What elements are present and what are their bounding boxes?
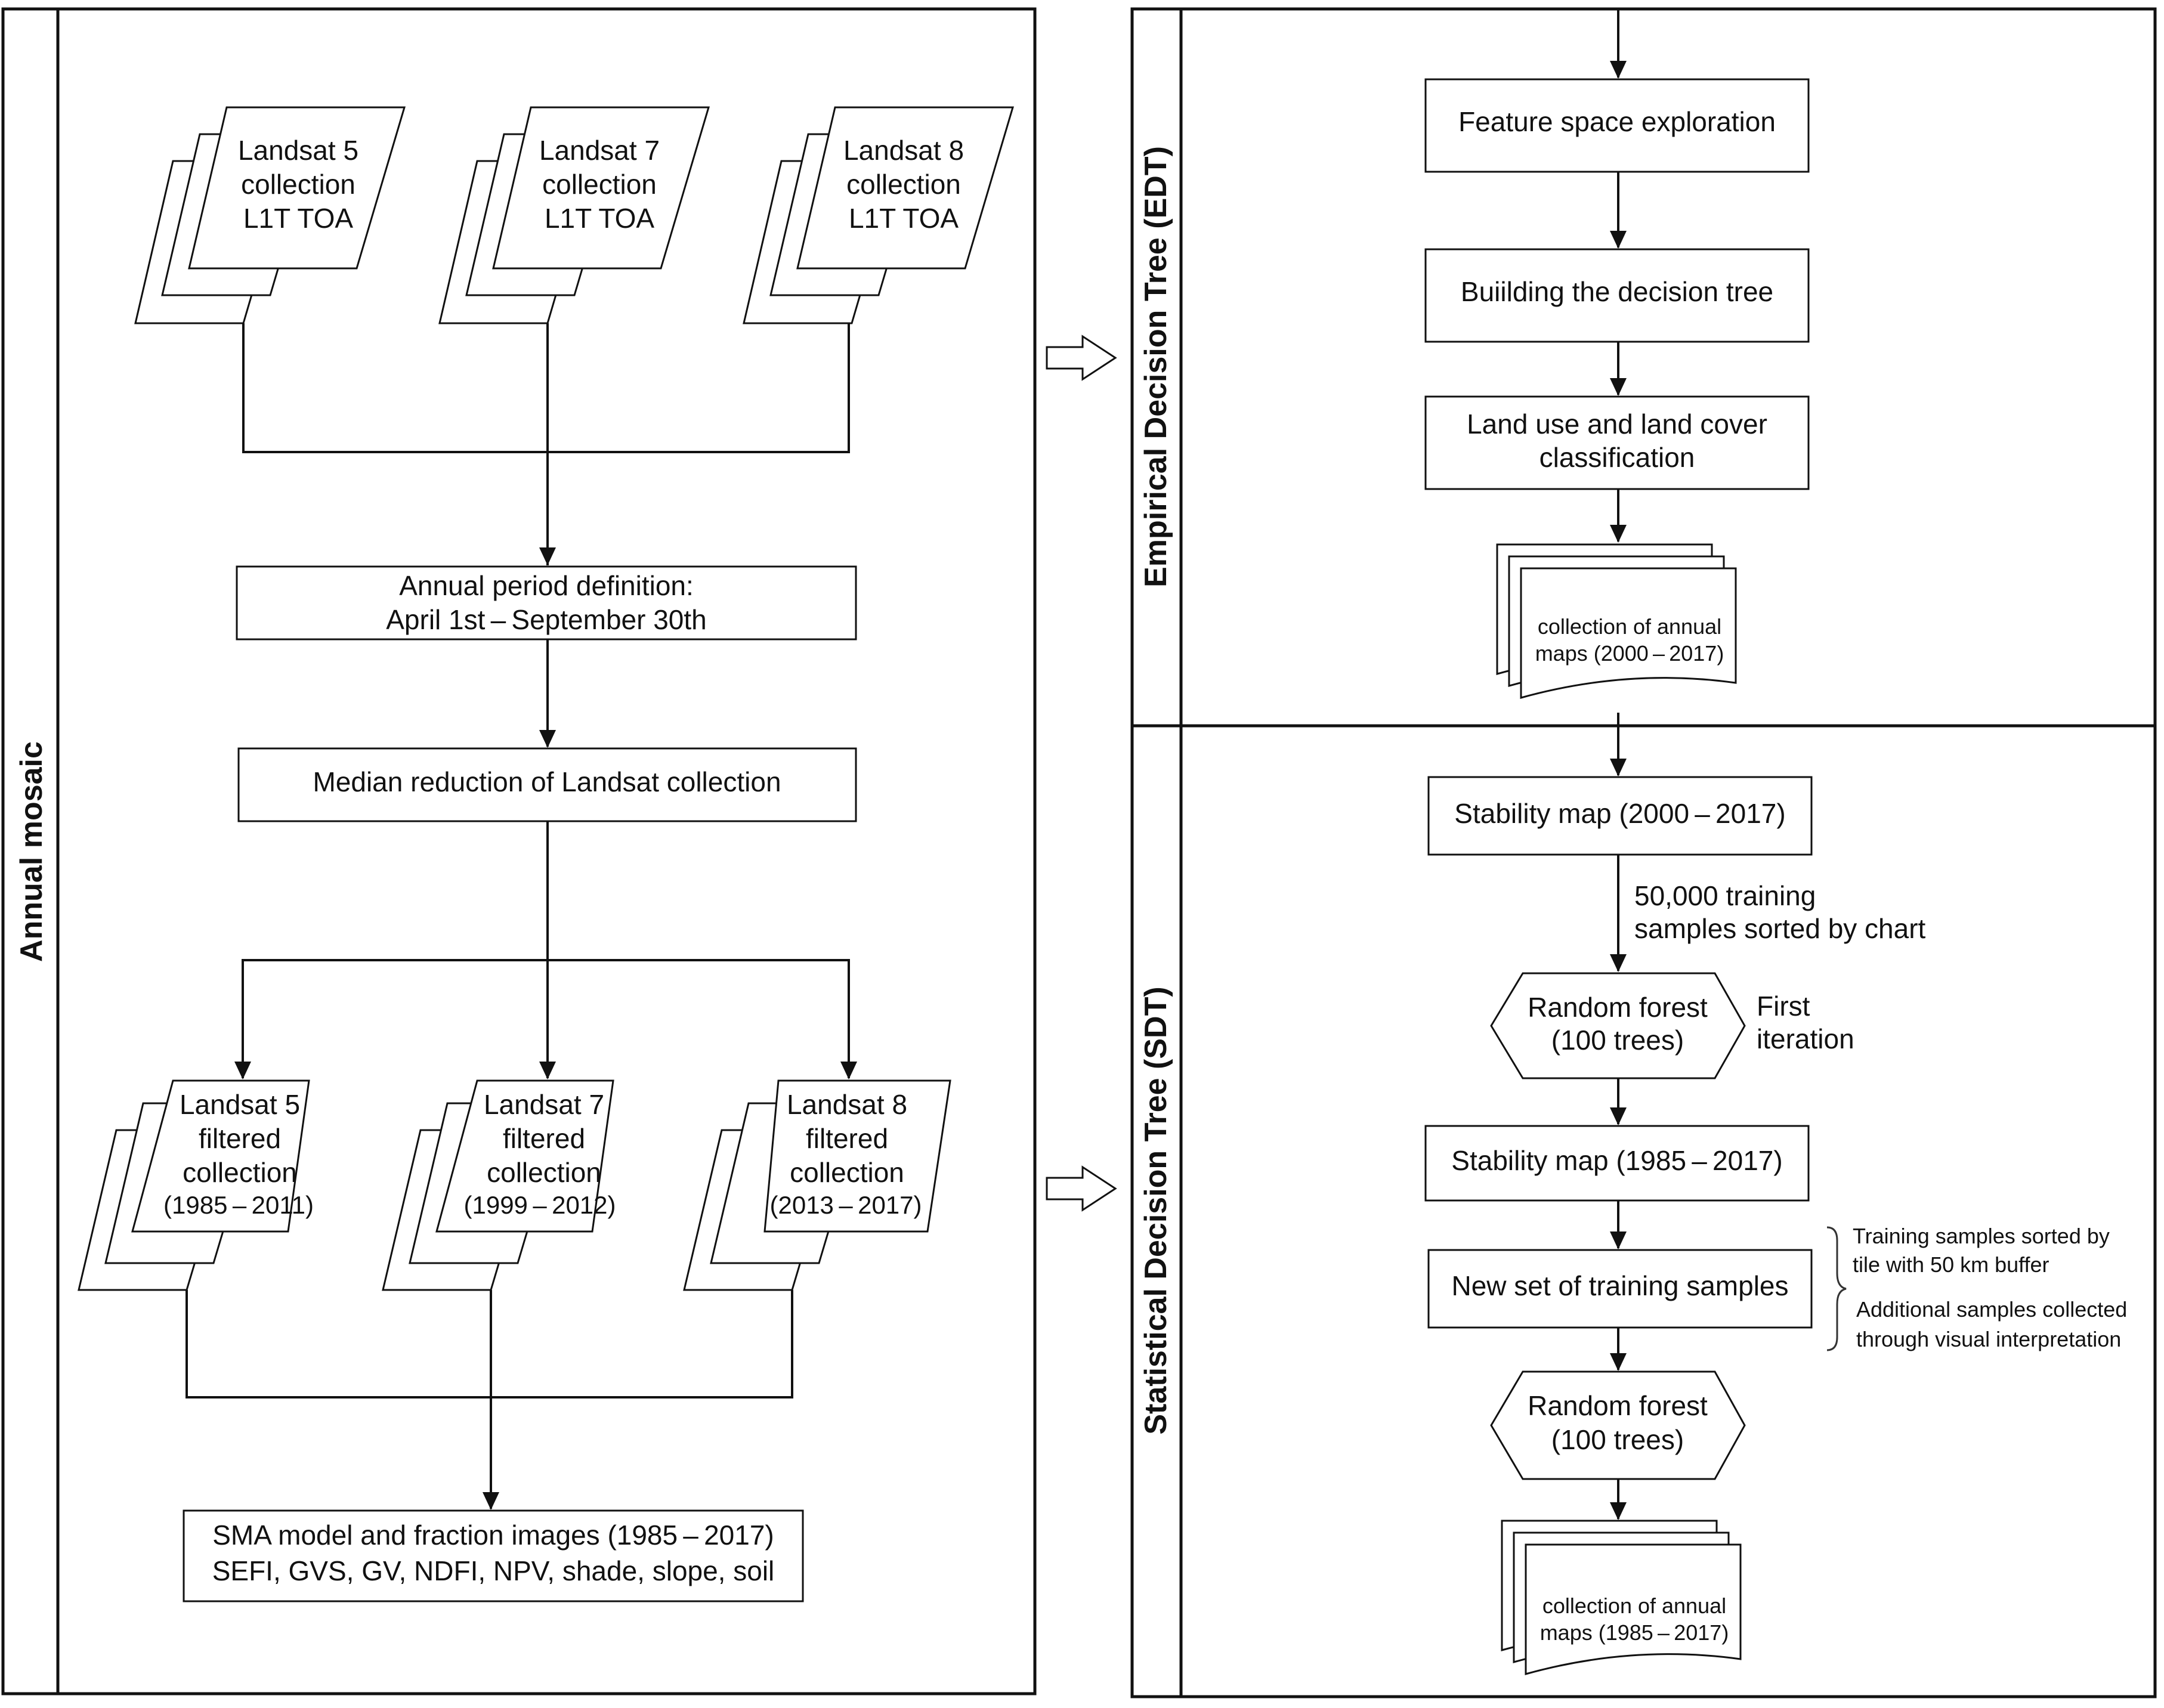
classification-box: Land use and land cover classification <box>1424 395 1810 490</box>
curly-brace <box>1826 1226 1847 1351</box>
sdt-maps-line-1: collection of annual <box>1542 1593 1726 1618</box>
decision-tree-panel: Empirical Decision Tree (EDT) Statistica… <box>1130 7 2157 1698</box>
feature-space-box: Feature space exploration <box>1424 78 1810 173</box>
stability-map-2000-label: Stability map (2000 – 2017) <box>1454 798 1785 829</box>
annual-period-line-2: April 1st – September 30th <box>386 604 707 635</box>
sdt-maps-document: collection of annual maps (1985 – 2017) <box>1501 1520 1742 1675</box>
side-note-1-line-2: tile with 50 km buffer <box>1853 1252 2049 1277</box>
side-note-2-line-1: Additional samples collected <box>1856 1297 2127 1322</box>
collection-line-1: Landsat 5 <box>238 135 358 166</box>
collection-line-2: collection <box>542 169 657 200</box>
first-iteration-line-1: First <box>1757 991 1810 1022</box>
landsat-8-collection: Landsat 8 collection L1T TOA <box>743 106 1015 324</box>
filtered-line-4: (2013 – 2017) <box>769 1191 922 1219</box>
merge-connector-top <box>242 323 850 565</box>
filtered-line-2: filtered <box>503 1123 585 1154</box>
first-iteration-line-2: iteration <box>1757 1023 1854 1054</box>
sma-box: SMA model and fraction images (1985 – 20… <box>183 1509 804 1602</box>
annual-period-line-1: Annual period definition: <box>399 570 694 601</box>
annual-period-box: Annual period definition: April 1st – Se… <box>236 565 857 640</box>
edt-maps-line-1: collection of annual <box>1538 614 1721 639</box>
hollow-arrow-to-edt <box>1046 335 1117 381</box>
stability-map-1985-label: Stability map (1985 – 2017) <box>1451 1145 1782 1176</box>
new-training-set-box: New set of training samples <box>1427 1249 1813 1329</box>
filtered-line-2: filtered <box>806 1123 888 1154</box>
side-note-2-line-2: through visual interpretation <box>1856 1327 2121 1351</box>
building-tree-label: Buiilding the decision tree <box>1461 276 1773 307</box>
filtered-line-1: Landsat 7 <box>484 1089 604 1120</box>
feature-space-label: Feature space exploration <box>1458 106 1776 137</box>
filtered-line-4: (1985 – 2011) <box>163 1191 314 1219</box>
random-forest-1: Random forest (100 trees) <box>1490 972 1746 1079</box>
random-forest-1-line-1: Random forest <box>1528 992 1708 1023</box>
random-forest-2: Random forest (100 trees) <box>1490 1370 1746 1480</box>
collection-line-2: collection <box>846 169 961 200</box>
landsat-5-filtered: Landsat 5 filtered collection (1985 – 20… <box>78 1079 314 1291</box>
landsat-7-filtered: Landsat 7 filtered collection (1999 – 20… <box>382 1079 616 1291</box>
filtered-line-2: filtered <box>199 1123 281 1154</box>
split-connector <box>234 821 857 1079</box>
median-reduction-box: Median reduction of Landsat collection <box>237 747 857 822</box>
merge-connector-bottom <box>186 1290 793 1510</box>
filtered-line-4: (1999 – 2012) <box>463 1191 616 1219</box>
hollow-arrow-to-sdt <box>1046 1165 1117 1212</box>
stability-map-2000-box: Stability map (2000 – 2017) <box>1427 776 1813 856</box>
random-forest-2-line-2: (100 trees) <box>1551 1424 1684 1455</box>
random-forest-2-line-1: Random forest <box>1528 1390 1708 1421</box>
edt-label: Empirical Decision Tree (EDT) <box>1139 146 1173 587</box>
sma-line-2: SEFI, GVS, GV, NDFI, NPV, shade, slope, … <box>212 1555 775 1586</box>
sma-line-1: SMA model and fraction images (1985 – 20… <box>212 1520 774 1551</box>
collection-line-1: Landsat 8 <box>843 135 964 166</box>
collection-line-3: L1T TOA <box>545 203 654 234</box>
collection-line-1: Landsat 7 <box>539 135 660 166</box>
landsat-5-collection: Landsat 5 collection L1T TOA <box>134 106 406 324</box>
collection-line-3: L1T TOA <box>849 203 959 234</box>
new-training-set-label: New set of training samples <box>1451 1270 1788 1301</box>
sdt-maps-line-2: maps (1985 – 2017) <box>1540 1620 1729 1645</box>
edt-maps-document: collection of annual maps (2000 – 2017) <box>1496 543 1737 699</box>
classification-line-2: classification <box>1539 442 1695 473</box>
building-tree-box: Buiilding the decision tree <box>1424 248 1810 343</box>
collection-line-3: L1T TOA <box>243 203 353 234</box>
training-note-line-2: samples sorted by chart <box>1634 913 1926 944</box>
annual-mosaic-panel: Annual mosaic <box>1 7 1037 1695</box>
stability-map-1985-box: Stability map (1985 – 2017) <box>1424 1125 1810 1202</box>
sdt-label: Statistical Decision Tree (SDT) <box>1139 986 1173 1434</box>
filtered-line-1: Landsat 5 <box>180 1089 300 1120</box>
filtered-line-3: collection <box>487 1157 601 1188</box>
filtered-line-3: collection <box>790 1157 904 1188</box>
annual-mosaic-label: Annual mosaic <box>14 741 49 962</box>
landsat-7-collection: Landsat 7 collection L1T TOA <box>438 106 710 324</box>
edt-maps-line-2: maps (2000 – 2017) <box>1535 641 1724 666</box>
filtered-line-1: Landsat 8 <box>787 1089 907 1120</box>
landsat-8-filtered: Landsat 8 filtered collection (2013 – 20… <box>683 1079 951 1291</box>
classification-line-1: Land use and land cover <box>1467 409 1767 440</box>
median-reduction-label: Median reduction of Landsat collection <box>313 766 781 797</box>
training-note-line-1: 50,000 training <box>1634 880 1816 911</box>
filtered-line-3: collection <box>183 1157 297 1188</box>
collection-line-2: collection <box>241 169 355 200</box>
side-note-1-line-1: Training samples sorted by <box>1853 1224 2110 1248</box>
random-forest-1-line-2: (100 trees) <box>1551 1025 1684 1056</box>
